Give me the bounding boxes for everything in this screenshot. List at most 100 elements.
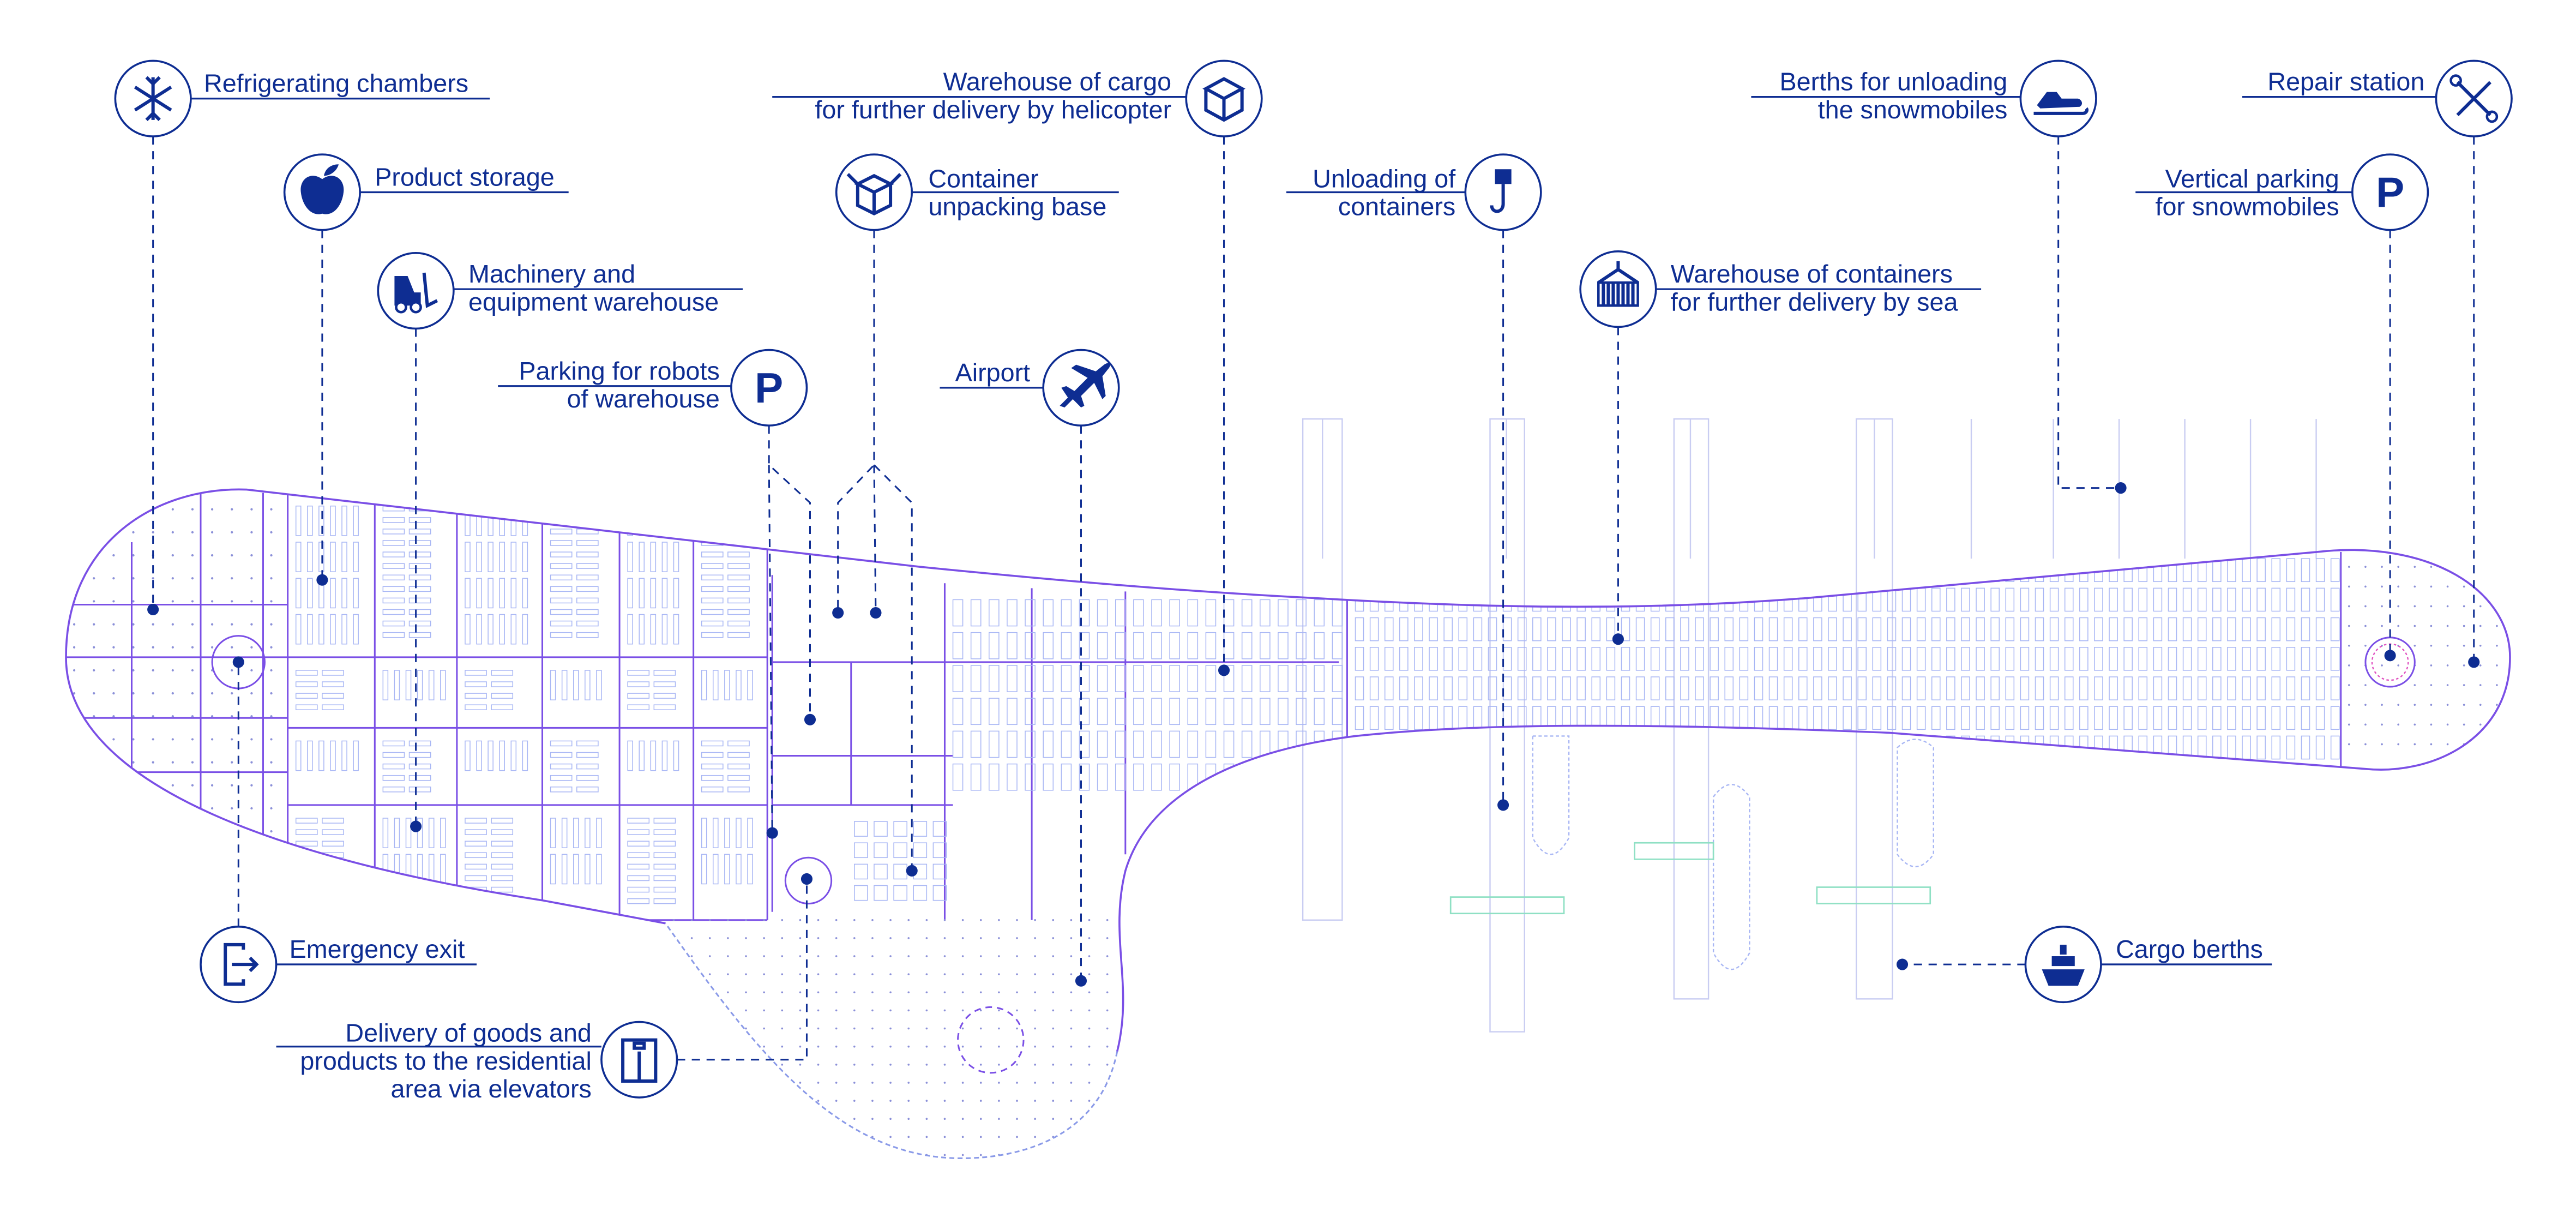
storage-rack [2005, 587, 2015, 612]
grid-dot [171, 623, 174, 626]
storage-rack [650, 740, 657, 771]
grid-dot [250, 623, 253, 626]
storage-rack [653, 875, 676, 881]
storage-rack [1241, 698, 1253, 725]
storage-rack [1278, 665, 1289, 692]
grid-dot [1034, 991, 1036, 994]
storage-rack [2330, 587, 2340, 612]
storage-rack [701, 818, 707, 848]
storage-rack [1724, 676, 1734, 700]
grid-dot [2364, 566, 2367, 568]
grid-dot [2364, 704, 2367, 706]
grid-dot [763, 1027, 765, 1030]
storage-rack [1502, 617, 1512, 641]
grid-dot [270, 577, 273, 580]
svg-text:Refrigerating chambers: Refrigerating chambers [204, 69, 468, 98]
storage-rack [932, 863, 947, 880]
storage-rack [2301, 647, 2310, 671]
grid-dot [853, 919, 856, 921]
storage-rack [913, 842, 928, 859]
storage-rack [318, 740, 324, 771]
storage-rack [1916, 706, 1926, 730]
storage-rack [1025, 730, 1036, 758]
grid-dot [1070, 1136, 1073, 1138]
grid-dot [979, 919, 982, 921]
grid-dot [961, 973, 964, 975]
storage-rack [1296, 665, 1307, 692]
storage-rack [1369, 647, 1379, 671]
storage-rack [1097, 665, 1108, 692]
storage-rack [627, 875, 650, 881]
grid-dot [73, 830, 76, 833]
storage-rack [1151, 698, 1162, 725]
storage-rack [1813, 735, 1822, 760]
grid-dot [835, 1154, 838, 1156]
grid-dot [727, 1136, 729, 1138]
grid-dot [672, 937, 675, 939]
storage-rack [952, 698, 964, 725]
grid-dot [1052, 955, 1055, 957]
storage-rack [1621, 558, 1630, 583]
grid-dot [961, 1136, 964, 1138]
storage-rack [2197, 706, 2207, 730]
grid-dot [152, 692, 154, 695]
storage-rack [596, 854, 602, 885]
grid-dot [781, 991, 784, 994]
storage-rack [627, 852, 650, 859]
storage-rack [1314, 632, 1325, 659]
storage-rack [1739, 587, 1749, 612]
storage-rack [1187, 599, 1199, 627]
storage-rack [550, 529, 573, 535]
storage-rack [1606, 558, 1616, 583]
storage-rack [408, 763, 431, 770]
storage-rack [1621, 676, 1630, 700]
storage-rack [1061, 763, 1072, 791]
storage-rack [2182, 617, 2192, 641]
storage-rack [1547, 735, 1556, 760]
grid-dot [998, 1082, 1000, 1084]
grid-dot [925, 919, 928, 921]
storage-rack [1798, 558, 1808, 583]
storage-rack [1887, 647, 1897, 671]
grid-dot [152, 623, 154, 626]
storage-rack [295, 886, 318, 893]
exit-icon [224, 943, 259, 986]
storage-rack [1562, 617, 1571, 641]
storage-rack [2153, 558, 2163, 583]
storage-rack [1384, 676, 1394, 700]
grid-dot [1124, 1100, 1127, 1102]
storage-rack [2109, 647, 2118, 671]
storage-rack [1332, 665, 1343, 692]
storage-rack [1369, 735, 1379, 760]
grid-dot [1070, 919, 1073, 921]
storage-rack [341, 614, 347, 645]
storage-rack [353, 614, 359, 645]
storage-rack [1502, 676, 1512, 700]
grid-dot [871, 955, 874, 957]
storage-rack [295, 542, 302, 572]
storage-rack [576, 551, 599, 557]
grid-dot [672, 1136, 675, 1138]
storage-rack [1901, 735, 1911, 760]
grid-dot [1070, 937, 1073, 939]
storage-rack [1754, 676, 1764, 700]
grid-dot [1016, 1045, 1018, 1048]
storage-rack [1828, 617, 1837, 641]
storage-rack [747, 670, 753, 700]
plan-outline [65, 488, 2511, 1052]
grid-dot [132, 600, 135, 603]
grid-dot [1016, 991, 1018, 994]
storage-rack [1399, 676, 1409, 700]
grid-dot [817, 1009, 820, 1012]
storage-rack [1576, 587, 1586, 612]
storage-rack [295, 740, 302, 771]
storage-rack [2168, 647, 2177, 671]
storage-rack [1635, 647, 1645, 671]
storage-rack [1355, 558, 1364, 583]
storage-rack [1931, 647, 1941, 671]
grid-dot [727, 1118, 729, 1120]
grid-dot [270, 600, 273, 603]
grid-dot [132, 692, 135, 695]
storage-rack [1783, 676, 1793, 700]
